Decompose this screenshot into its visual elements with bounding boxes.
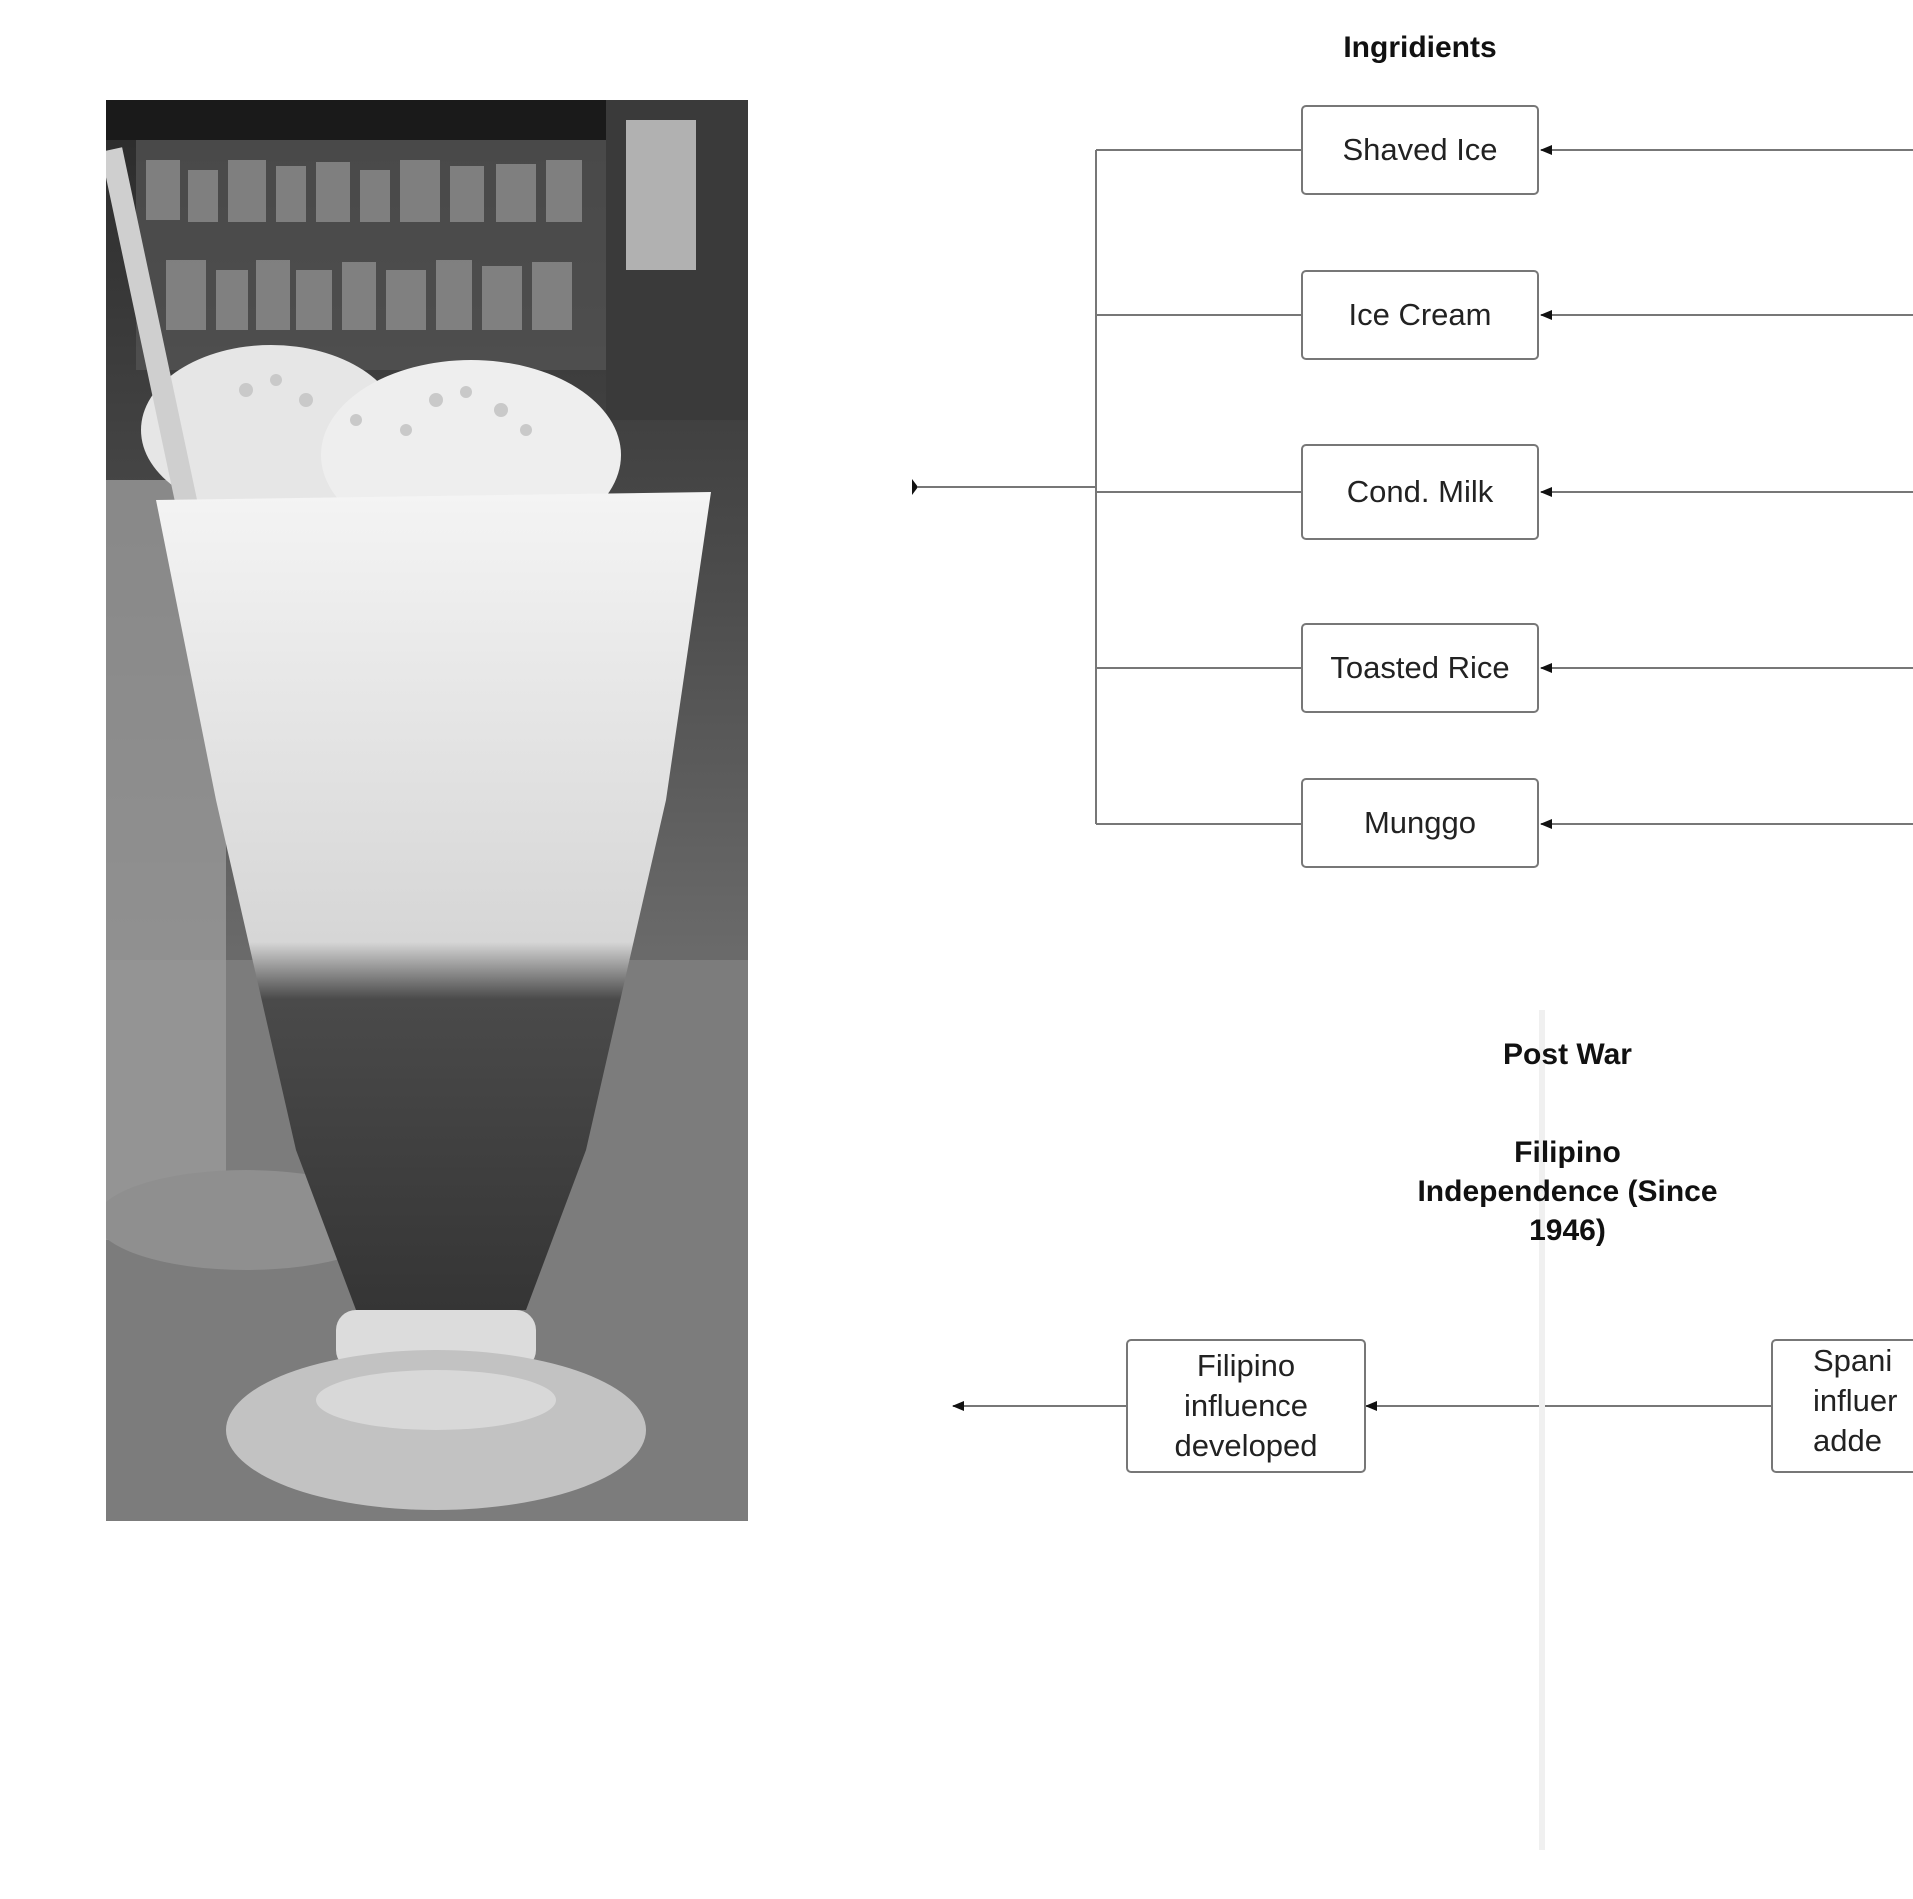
node-label-line: Spani [1813,1343,1893,1378]
node-label-line: Filipino [1196,1348,1296,1383]
ingredient-box-cond-milk: Cond. Milk [1301,444,1539,540]
timeline-node-filipino-influence: Filipino influence developed [1126,1339,1366,1473]
ingredient-box-shaved-ice: Shaved Ice [1301,105,1539,195]
ingredients-title: Ingridients [1343,31,1497,64]
node-label-line: adde [1813,1423,1882,1458]
ingredient-label: Toasted Rice [1330,650,1510,685]
period-title: Post War [1503,1038,1632,1071]
era-title-line: 1946) [1529,1214,1606,1247]
ingredient-box-ice-cream: Ice Cream [1301,270,1539,360]
node-label-line: developed [1174,1428,1318,1463]
ingredient-label: Munggo [1363,805,1477,840]
ingredient-label: Ice Cream [1348,297,1492,332]
ingredient-box-toasted-rice: Toasted Rice [1301,623,1539,713]
timeline-node-spanish-influence: Spani influer adde [1771,1339,1913,1473]
halo-halo-photo [106,100,748,1521]
node-label-line: influence [1183,1388,1309,1423]
era-title-line: Filipino [1514,1136,1621,1169]
node-label-line: influer [1813,1383,1898,1418]
halo-halo-glass-photo [106,100,748,1521]
era-title: Filipino Independence (Since 1946) [1400,1133,1735,1250]
ingredient-box-munggo: Munggo [1301,778,1539,868]
ingredient-label: Cond. Milk [1346,474,1494,509]
era-title-line: Independence (Since [1417,1175,1718,1208]
ingredient-label: Shaved Ice [1342,132,1498,167]
